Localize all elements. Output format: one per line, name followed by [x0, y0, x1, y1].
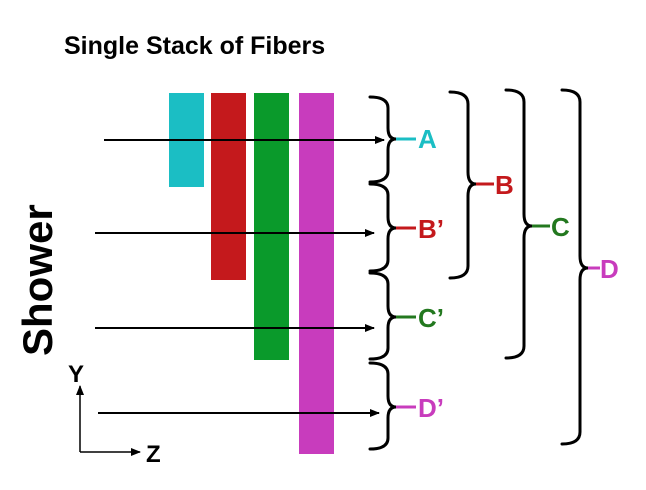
diagram-title: Single Stack of Fibers: [64, 32, 325, 60]
label-a: A: [418, 124, 437, 154]
label-c: C: [551, 212, 570, 242]
label-d-prime: D’: [418, 393, 444, 423]
brace-group-c: [504, 88, 533, 360]
brace-group-b: [448, 90, 477, 280]
brace-segment-d-prime: [368, 361, 397, 451]
label-b: B: [495, 170, 514, 200]
shower-label: Shower: [14, 204, 61, 356]
brace-segment-c-prime: [368, 271, 397, 361]
brace-segment-b-prime: [368, 182, 397, 273]
fiber-bar-b: [211, 93, 246, 280]
fiber-bar-d: [299, 93, 334, 454]
fiber-bar-c: [254, 93, 289, 360]
label-d: D: [600, 254, 619, 284]
z-axis-label: Z: [146, 441, 161, 468]
y-axis-label: Y: [68, 361, 84, 388]
brace-group-d: [560, 88, 589, 446]
label-b-prime: B’: [418, 214, 444, 244]
label-c-prime: C’: [418, 303, 444, 333]
